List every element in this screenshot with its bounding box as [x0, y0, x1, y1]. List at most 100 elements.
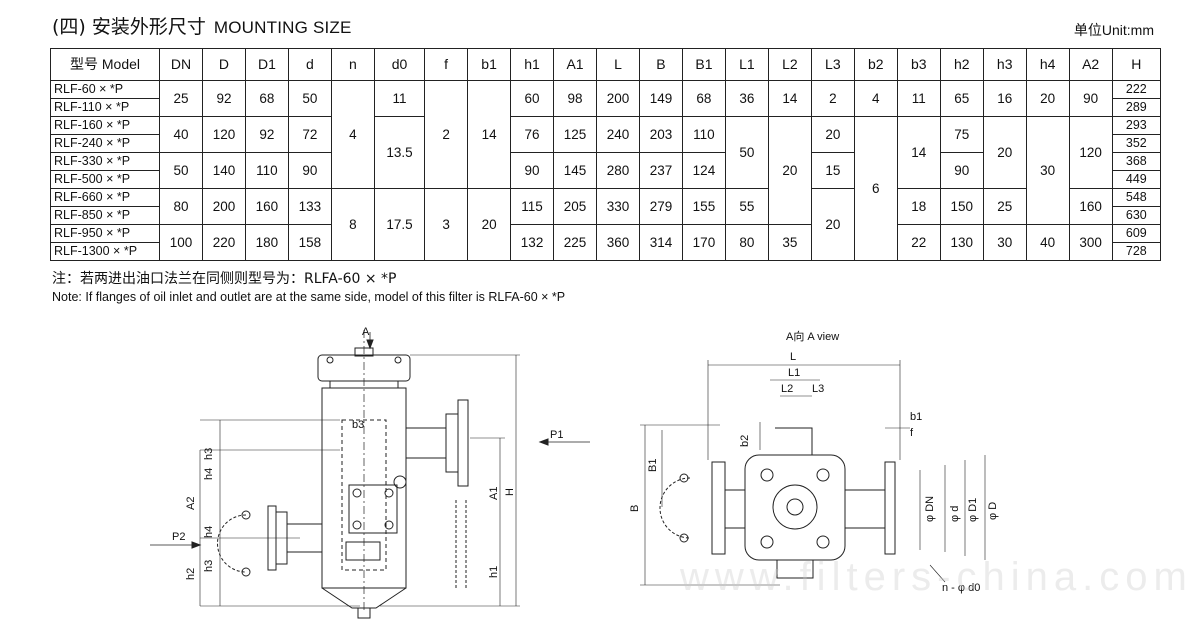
label-d: φ d: [949, 506, 961, 522]
col-header: b2: [853, 48, 898, 81]
a-view: [640, 360, 986, 586]
cell-d-big: 92: [201, 80, 246, 117]
cell-a1: 225: [553, 224, 598, 261]
cell-dn: 25: [159, 80, 203, 117]
label-b3: b3: [352, 419, 364, 431]
cell-a1: 98: [553, 80, 598, 117]
col-header: 型号 Model: [50, 48, 160, 81]
label-l2: L2: [781, 383, 793, 395]
a-view-center-ring: [772, 484, 818, 530]
table-header-row: 型号 Model DN D D1 d n d0 f b1 h1 A1 L B B…: [50, 48, 1162, 81]
cell-l1: 36: [724, 80, 769, 117]
cell-a1: 145: [553, 152, 598, 189]
cell-a1: 205: [553, 188, 598, 225]
col-header: D: [201, 48, 246, 81]
col-header: H: [1111, 48, 1162, 81]
model-cell: RLF-1300 × *P: [50, 242, 160, 261]
cell-l: 280: [596, 152, 640, 189]
cell-h1: 132: [510, 224, 555, 261]
cell-n: 8: [330, 188, 375, 261]
label-b1-right: b1: [910, 411, 922, 423]
outlet-flange: [445, 413, 459, 473]
label-h3: h3: [203, 448, 215, 460]
col-header: b3: [896, 48, 941, 81]
label-b2: b2: [739, 435, 751, 447]
cell-l2: 20: [767, 116, 812, 225]
cell-f: 3: [424, 188, 469, 261]
cell-b: 237: [638, 152, 683, 189]
cell-d0: 11: [373, 80, 426, 117]
label-p1: P1: [550, 429, 563, 441]
col-header: h3: [982, 48, 1027, 81]
cell-b1: 14: [467, 80, 512, 189]
flange-bolt: [241, 510, 251, 520]
table-row: RLF-160 × *P 40 120 92 72 13.5 76 125 24…: [50, 116, 1162, 261]
p1-arrowhead: [538, 438, 549, 446]
cell-l: 330: [596, 188, 640, 225]
cell-a2: 160: [1068, 188, 1113, 225]
cell-dn: 40: [159, 116, 203, 153]
label-h2: h2: [185, 568, 197, 580]
cell-h1: 76: [510, 116, 555, 153]
cell-d0: 17.5: [373, 188, 426, 261]
cell-h2: 150: [939, 188, 984, 225]
flange-bolt-circle: [217, 514, 247, 573]
model-cell: RLF-950 × *P: [50, 224, 160, 243]
cell-a2: 300: [1068, 224, 1113, 261]
col-header: h1: [510, 48, 555, 81]
cell-h: 352: [1111, 134, 1162, 153]
side-view: [150, 330, 590, 619]
col-header: B1: [681, 48, 726, 81]
col-header: h2: [939, 48, 984, 81]
col-header: n: [330, 48, 375, 81]
cap-bolt-right: [394, 356, 402, 364]
plate-bolt: [384, 520, 394, 530]
cell-h: 728: [1111, 242, 1162, 261]
a-view-bolt: [760, 468, 774, 482]
unit-label: 单位Unit:mm: [1073, 22, 1154, 38]
cell-b3: 18: [896, 188, 941, 225]
cell-b: 314: [638, 224, 683, 261]
cell-b: 149: [638, 80, 683, 117]
cell-d: 133: [287, 188, 332, 225]
cell-d-big: 220: [201, 224, 246, 261]
a-view-body: [744, 454, 846, 561]
a-view-left-pipe: [724, 489, 746, 529]
col-header: L: [596, 48, 640, 81]
cell-h: 368: [1111, 152, 1162, 171]
label-bb1: B1: [647, 459, 659, 472]
cell-h2: 130: [939, 224, 984, 261]
cell-h: 630: [1111, 206, 1162, 225]
cell-h2: 90: [939, 152, 984, 189]
cell-d0: 13.5: [373, 116, 426, 189]
model-cell: RLF-160 × *P: [50, 116, 160, 135]
a-view-right-flange: [884, 461, 896, 555]
a-view-top-pipe: [775, 427, 813, 455]
pressure-indicator: [393, 475, 407, 489]
col-header: b1: [467, 48, 512, 81]
model-cell: RLF-850 × *P: [50, 206, 160, 225]
cell-h3: 16: [982, 80, 1027, 117]
cell-b3: 22: [896, 224, 941, 261]
model-cell: RLF-60 × *P: [50, 80, 160, 99]
note-chinese: 注：若两进出油口法兰在同侧则型号为：RLFA-60 × *P: [52, 271, 397, 287]
cell-d1: 180: [244, 224, 289, 261]
cell-l3: 15: [810, 152, 855, 189]
cell-h3: 25: [982, 188, 1027, 225]
cell-b: 203: [638, 116, 683, 153]
cell-h2: 65: [939, 80, 984, 117]
cell-h3: 20: [982, 116, 1027, 189]
cell-d: 158: [287, 224, 332, 261]
label-d1: φ D1: [967, 498, 979, 522]
label-l3: L3: [812, 383, 824, 395]
plate-bolt: [352, 488, 362, 498]
cell-d1: 160: [244, 188, 289, 225]
cell-d: 72: [287, 116, 332, 153]
col-header: L2: [767, 48, 812, 81]
outlet-pipe: [405, 427, 447, 459]
col-header: d0: [373, 48, 426, 81]
cell-a2: 120: [1068, 116, 1113, 189]
cell-h3: 30: [982, 224, 1027, 261]
label-a1: A1: [488, 487, 500, 500]
